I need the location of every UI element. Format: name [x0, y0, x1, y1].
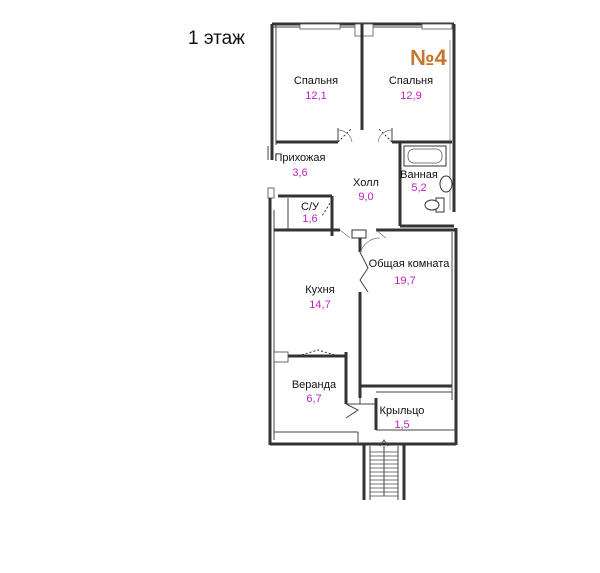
toilet-icon [424, 197, 445, 213]
room-veranda: Веранда 6,7 [292, 379, 337, 405]
bathtub [403, 145, 447, 167]
room-name: Прихожая [275, 152, 326, 164]
unit-number: №4 [410, 45, 448, 70]
room-obshchaya: Общая комната 19,7 [369, 258, 451, 287]
sink-icon [439, 175, 453, 193]
room-name: Крыльцо [380, 405, 425, 417]
room-area: 14,7 [309, 299, 330, 311]
room-area: 3,6 [292, 167, 307, 179]
room-kuhnya: Кухня 14,7 [305, 284, 334, 311]
floor-label: 1 этаж [188, 28, 245, 49]
room-prihozhaya: Прихожая 3,6 [275, 152, 326, 179]
room-name: Кухня [305, 284, 334, 296]
room-name: Холл [353, 177, 379, 189]
room-area: 12,1 [305, 90, 326, 102]
room-holl: Холл 9,0 [353, 177, 379, 203]
room-area: 9,0 [358, 191, 373, 203]
room-vannaya: Ванная 5,2 [400, 169, 438, 194]
room-area: 19,7 [394, 275, 415, 287]
room-area: 5,2 [411, 182, 426, 194]
room-area: 1,6 [302, 213, 317, 225]
room-area: 1,5 [394, 419, 409, 431]
room-area: 6,7 [306, 393, 321, 405]
room-su: С/У 1,6 [301, 201, 320, 225]
room-name: Ванная [400, 169, 438, 181]
room-name: Веранда [292, 379, 337, 391]
room-spalnya-1: Спальня 12,1 [294, 75, 338, 102]
room-krylco: Крыльцо 1,5 [380, 405, 425, 431]
room-name: Общая комната [369, 258, 451, 270]
outer-walls [267, 22, 458, 446]
room-area: 12,9 [400, 90, 421, 102]
room-spalnya-2: Спальня 12,9 [389, 75, 433, 102]
room-name: Спальня [294, 75, 338, 87]
room-name: С/У [301, 201, 320, 213]
room-name: Спальня [389, 75, 433, 87]
doors [297, 127, 393, 419]
entrance-stairs [362, 439, 406, 500]
interior-walls [273, 24, 456, 431]
